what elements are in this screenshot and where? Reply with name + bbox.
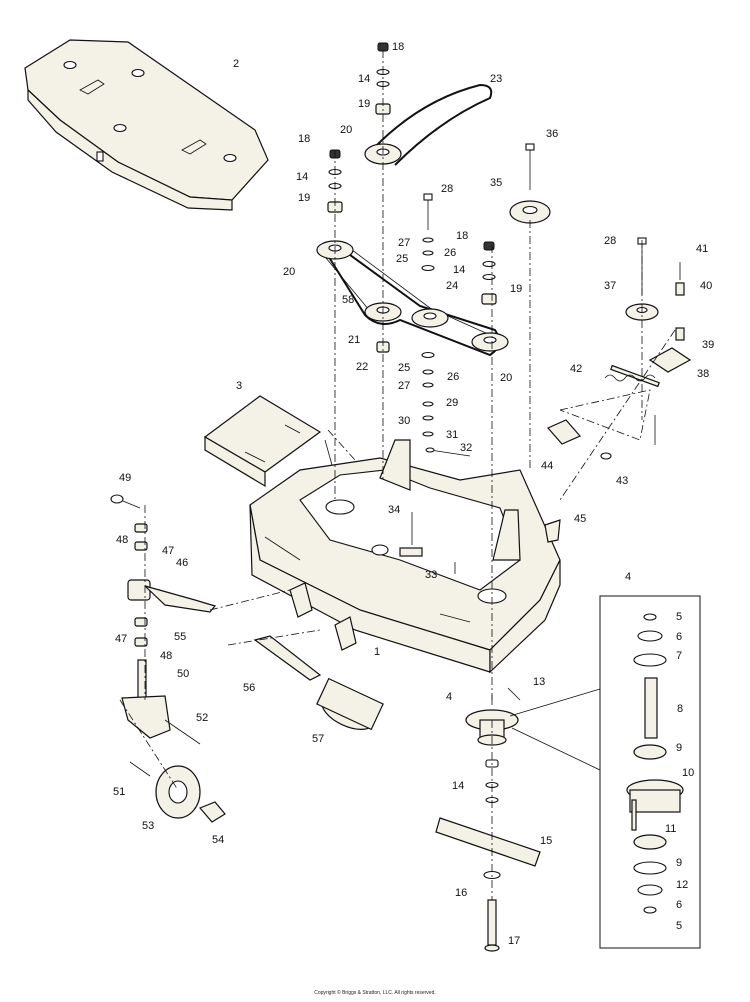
- upper-belt: [371, 83, 493, 166]
- callout-14d: 14: [452, 780, 464, 792]
- callout-28a: 28: [441, 183, 453, 195]
- callout-14c: 14: [453, 264, 465, 276]
- discharge-guard: [203, 395, 322, 488]
- callout-35: 35: [490, 177, 502, 189]
- callout-22: 22: [356, 361, 368, 373]
- callout-52: 52: [196, 712, 208, 724]
- callout-18a: 18: [392, 41, 404, 53]
- callout-14a: 14: [358, 73, 370, 85]
- callout-58: 58: [342, 294, 354, 306]
- callout-31: 31: [446, 429, 458, 441]
- callout-5a: 5: [676, 611, 682, 623]
- callout-47a: 47: [162, 545, 174, 557]
- callout-17: 17: [508, 935, 520, 947]
- callout-51: 51: [113, 786, 125, 798]
- deck-cover: [24, 39, 269, 211]
- callout-19a: 19: [358, 98, 370, 110]
- callout-19c: 19: [510, 283, 522, 295]
- callout-37: 37: [604, 280, 616, 292]
- callout-54: 54: [212, 834, 224, 846]
- callout-20c: 20: [500, 372, 512, 384]
- callout-4b: 4: [446, 691, 452, 703]
- callout-44: 44: [541, 460, 553, 472]
- callout-19b: 19: [298, 192, 310, 204]
- callout-50: 50: [177, 668, 189, 680]
- callout-48b: 48: [160, 650, 172, 662]
- callout-8: 8: [677, 703, 683, 715]
- callout-25a: 25: [396, 253, 408, 265]
- callout-18c: 18: [456, 230, 468, 242]
- callout-28b: 28: [604, 235, 616, 247]
- callout-45: 45: [574, 513, 586, 525]
- callout-20a: 20: [340, 124, 352, 136]
- callout-25b: 25: [398, 362, 410, 374]
- callout-23: 23: [490, 73, 502, 85]
- callout-57: 57: [312, 733, 324, 745]
- callout-38: 38: [697, 368, 709, 380]
- callout-21: 21: [348, 334, 360, 346]
- caster-assembly: [110, 494, 384, 823]
- callout-14b: 14: [296, 171, 308, 183]
- callout-46: 46: [176, 557, 188, 569]
- callout-18b: 18: [298, 133, 310, 145]
- callout-30: 30: [398, 415, 410, 427]
- callout-39: 39: [702, 339, 714, 351]
- callout-27a: 27: [398, 237, 410, 249]
- callout-48a: 48: [116, 534, 128, 546]
- callout-32: 32: [460, 442, 472, 454]
- copyright-notice: Copyright © Briggs & Stratton, LLC. All …: [314, 990, 436, 996]
- callout-5b: 5: [676, 920, 682, 932]
- callout-26b: 26: [447, 371, 459, 383]
- callout-56: 56: [243, 682, 255, 694]
- callout-55: 55: [174, 631, 186, 643]
- callout-42: 42: [570, 363, 582, 375]
- callout-6b: 6: [676, 899, 682, 911]
- callout-labels: 18 14 19 20 23 18 14 19 36 35 28 18 27 2…: [113, 41, 714, 947]
- callout-7: 7: [676, 650, 682, 662]
- callout-34: 34: [388, 504, 400, 516]
- callout-10: 10: [682, 767, 694, 779]
- callout-9a: 9: [676, 742, 682, 754]
- callout-33: 33: [425, 569, 437, 581]
- callout-41: 41: [696, 243, 708, 255]
- callout-53: 53: [142, 820, 154, 832]
- callout-24: 24: [446, 280, 458, 292]
- callout-9b: 9: [676, 857, 682, 869]
- callout-29: 29: [446, 397, 458, 409]
- callout-20b: 20: [283, 266, 295, 278]
- callout-12: 12: [676, 879, 688, 891]
- callout-13: 13: [533, 676, 545, 688]
- callout-40: 40: [700, 280, 712, 292]
- callout-16: 16: [455, 887, 467, 899]
- center-lines: [119, 50, 676, 900]
- callout-1: 1: [374, 646, 380, 658]
- callout-49: 49: [119, 472, 131, 484]
- callout-27b: 27: [398, 380, 410, 392]
- callout-4a: 4: [625, 571, 631, 583]
- callout-26a: 26: [444, 247, 456, 259]
- callout-3: 3: [236, 380, 242, 392]
- callout-6a: 6: [676, 631, 682, 643]
- callout-15: 15: [540, 835, 552, 847]
- callout-11: 11: [665, 823, 676, 835]
- spindle-detail-box: [509, 595, 701, 949]
- callout-2: 2: [233, 58, 239, 70]
- callout-47b: 47: [115, 633, 127, 645]
- callout-36: 36: [546, 128, 558, 140]
- idler-arm: [559, 374, 656, 441]
- spindle-assembly: [435, 687, 541, 952]
- callout-43: 43: [616, 475, 628, 487]
